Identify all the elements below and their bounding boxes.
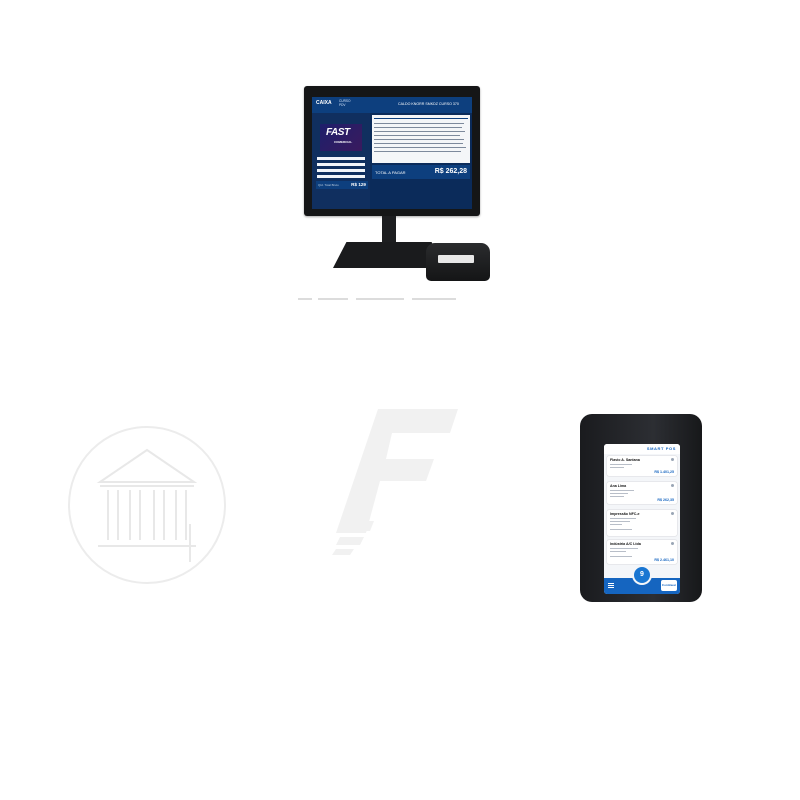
fast-logo: FAST COMERCIAL <box>320 124 362 151</box>
hamburger-menu-icon[interactable] <box>608 583 614 590</box>
pos-header: SMART POS <box>604 444 680 454</box>
pdv-total-label: TOTAL A PAGAR <box>375 170 406 175</box>
pos-card-subtext <box>610 493 628 494</box>
pos-card-title: Impressão NFC-e <box>610 512 640 516</box>
pdv-total-bar: TOTAL A PAGAR R$ 262,28 <box>372 165 470 179</box>
receipt-printer <box>426 243 490 281</box>
pdv-header: CAIXA CURSO PDV CALDO KNORR SMKDZ CURSO … <box>312 97 472 113</box>
pos-fab-button[interactable]: 9 <box>634 567 650 583</box>
continue-button[interactable]: Continuar <box>661 580 677 591</box>
table-row <box>374 123 464 125</box>
pdv-brand-sub: CURSO PDV <box>339 99 351 107</box>
pos-card-subtext <box>610 556 632 557</box>
pdv-form-row <box>317 175 365 178</box>
monitor-bezel: CAIXA CURSO PDV CALDO KNORR SMKDZ CURSO … <box>304 86 480 216</box>
pos-card-subtext <box>610 551 626 552</box>
pos-card-subtext <box>610 467 624 468</box>
pdv-items-table <box>372 115 470 163</box>
pos-card-title: Flavio A. Santana <box>610 458 640 462</box>
pdv-product-title: CALDO KNORR SMKDZ CURSO 370 <box>398 102 459 106</box>
pos-card-subtext <box>610 518 636 519</box>
pdv-form-row <box>317 169 365 172</box>
pdv-qty-value: R$ 129 <box>351 182 366 187</box>
pdv-brand: CAIXA <box>316 100 332 106</box>
pos-list-card[interactable]: Ana Lima R$ 262,35 <box>607 482 677 504</box>
pdv-brand-sub-line1: CURSO <box>339 99 351 103</box>
pdv-monitor-image: CAIXA CURSO PDV CALDO KNORR SMKDZ CURSO … <box>300 82 490 282</box>
caption-fragment <box>412 298 456 300</box>
pos-card-subtext <box>610 490 634 491</box>
pos-card-value: R$ 262,35 <box>657 498 674 502</box>
f-logo-icon <box>330 405 460 570</box>
pos-card-subtext <box>610 524 622 525</box>
pos-card-subtext <box>610 464 632 465</box>
table-row <box>374 139 464 141</box>
pos-card-value: R$ 1.401,25 <box>654 470 674 474</box>
monitor-neck <box>382 216 396 246</box>
pdv-form-row <box>317 163 365 166</box>
pos-card-status-icon <box>671 512 674 515</box>
pos-list-card[interactable]: Flavio A. Santana R$ 1.401,25 <box>607 456 677 476</box>
pos-card-value: R$ 2.461,10 <box>654 558 674 562</box>
pos-card-status-icon <box>671 542 674 545</box>
table-row <box>374 127 462 129</box>
pdv-qty-label: Qtd. Total Bruto <box>318 183 339 187</box>
pos-card-subtext <box>610 521 630 522</box>
pos-screen: SMART POS Flavio A. Santana R$ 1.401,25 … <box>604 444 680 594</box>
pdv-brand-sub-line2: PDV <box>339 102 346 107</box>
table-row <box>374 147 466 149</box>
pdv-form-row <box>317 157 365 160</box>
printer-paper-slot <box>438 255 474 263</box>
table-row <box>374 143 463 145</box>
table-row <box>374 131 465 133</box>
pos-card-title: Indústria A/C Ltda <box>610 542 641 546</box>
pos-body: SMART POS Flavio A. Santana R$ 1.401,25 … <box>580 414 702 602</box>
smart-pos-terminal-image: SMART POS Flavio A. Santana R$ 1.401,25 … <box>578 412 706 604</box>
pos-card-subtext <box>610 529 632 530</box>
table-row <box>374 135 460 137</box>
pos-list-card[interactable]: Impressão NFC-e <box>607 510 677 536</box>
table-row <box>374 151 461 153</box>
pdv-total-value: R$ 262,28 <box>434 168 467 175</box>
caption-fragment <box>356 298 404 300</box>
pos-list-card[interactable]: Indústria A/C Ltda R$ 2.461,10 <box>607 540 677 564</box>
caption-fragment <box>298 298 312 300</box>
fast-logo-sub: COMERCIAL <box>334 140 353 144</box>
pos-card-subtext <box>610 496 624 497</box>
pos-card-title: Ana Lima <box>610 484 627 488</box>
pos-brand: SMART POS <box>646 446 676 451</box>
pos-card-subtext <box>610 548 638 549</box>
fast-logo-text: FAST <box>326 127 350 138</box>
pdv-qty-bar: Qtd. Total Bruto R$ 129 <box>316 181 368 189</box>
pdv-screen: CAIXA CURSO PDV CALDO KNORR SMKDZ CURSO … <box>312 97 472 209</box>
pos-card-status-icon <box>671 458 674 461</box>
table-header-row <box>374 118 468 120</box>
caption-fragment <box>318 298 348 300</box>
bank-building-icon <box>68 426 226 584</box>
pos-card-status-icon <box>671 484 674 487</box>
